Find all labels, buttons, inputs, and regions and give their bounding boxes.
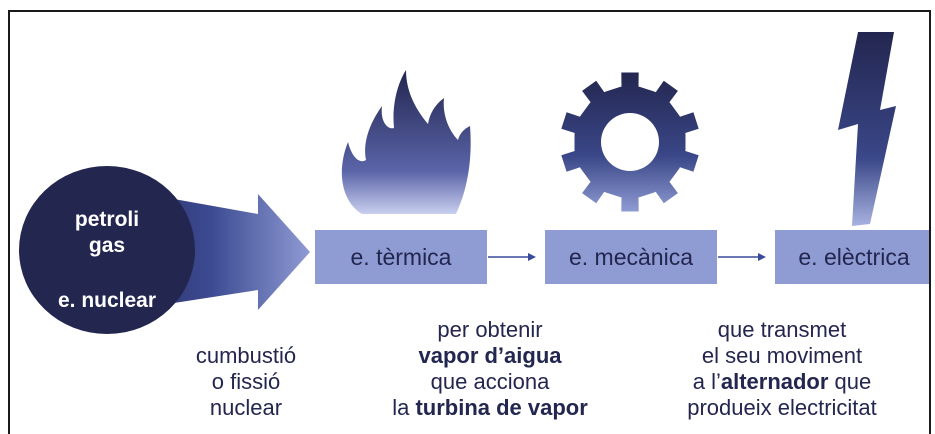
process-steam-line3: que acciona xyxy=(430,369,550,394)
box-thermal: e. tèrmica xyxy=(315,230,487,284)
diagram-art xyxy=(19,32,896,334)
process-combustion-line3: nuclear xyxy=(209,395,283,420)
process-combustion-line2: o fissió xyxy=(211,369,281,394)
box-electrical: e. elèctrica xyxy=(775,230,929,284)
process-alternator-line1: que transmet xyxy=(717,317,847,342)
process-steam-line4: la turbina de vapor xyxy=(392,395,588,420)
box-mechanical: e. mecànica xyxy=(545,230,717,284)
source-petroli: petroli xyxy=(74,208,140,231)
lightning-icon xyxy=(838,32,896,226)
arrow-thermal-to-mechanical xyxy=(488,253,536,261)
process-steam: per obtenir vapor d’aigua que acciona la… xyxy=(380,317,600,421)
process-alternator: que transmet el seu moviment a l’alterna… xyxy=(662,317,902,421)
source-gas: gas xyxy=(88,234,126,257)
source-nuclear: e. nuclear xyxy=(57,289,157,312)
process-steam-line1: per obtenir xyxy=(437,317,543,342)
process-alternator-line2: el seu moviment xyxy=(701,343,863,368)
arrow-mechanical-to-electrical xyxy=(718,253,766,261)
process-alternator-line3: a l’alternador que xyxy=(692,369,872,394)
process-combustion-line1: cumbustió xyxy=(195,343,297,368)
process-combustion: cumbustió o fissió nuclear xyxy=(186,343,306,421)
source-circle xyxy=(19,166,195,334)
flame-icon xyxy=(341,70,471,214)
process-steam-line2: vapor d’aigua xyxy=(418,343,562,368)
process-alternator-line4: produeix electricitat xyxy=(687,395,877,420)
diagram-frame: petroli gas e. nuclear e. tèrmica e. mec… xyxy=(8,10,931,434)
gear-icon xyxy=(561,72,699,212)
